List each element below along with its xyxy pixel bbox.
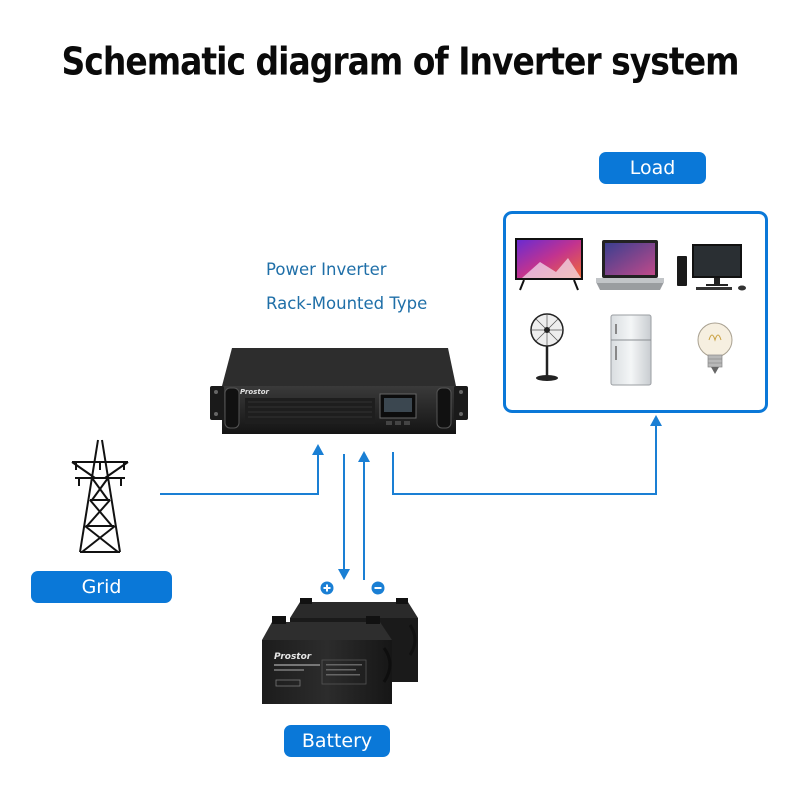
- desktop-computer-icon: [677, 244, 746, 291]
- page-title: Schematic diagram of Inverter system: [61, 39, 740, 84]
- fan-icon: [530, 313, 564, 381]
- arrow-down-icon: [338, 569, 350, 580]
- battery-brand: Prostor: [274, 652, 312, 662]
- arrow-up-icon: [650, 415, 662, 426]
- power-inverter-image: Prostor: [210, 348, 468, 434]
- laptop-icon: [596, 240, 664, 290]
- negative-icon: [371, 581, 385, 595]
- arrow-up-icon: [358, 451, 370, 462]
- positive-icon: [320, 581, 334, 595]
- inverter-caption-line2: Rack-Mounted Type: [266, 294, 428, 313]
- light-bulb-icon: [697, 322, 733, 374]
- arrow-up-icon: [312, 444, 324, 455]
- power-tower-icon: [71, 439, 129, 553]
- load-label: Load: [599, 152, 706, 184]
- inverter-caption-line1: Power Inverter: [266, 260, 387, 279]
- battery-image: Prostor: [262, 598, 418, 704]
- grid-label: Grid: [31, 571, 172, 603]
- arrow-heads: [312, 415, 662, 580]
- connection-lines: [160, 424, 657, 580]
- grid-to-inverter-line: [160, 452, 319, 495]
- inverter-brand: Prostor: [240, 388, 269, 396]
- inverter-to-load-line: [392, 424, 657, 495]
- battery-label: Battery: [284, 725, 390, 757]
- tv-icon: [515, 238, 583, 291]
- refrigerator-icon: [610, 314, 652, 386]
